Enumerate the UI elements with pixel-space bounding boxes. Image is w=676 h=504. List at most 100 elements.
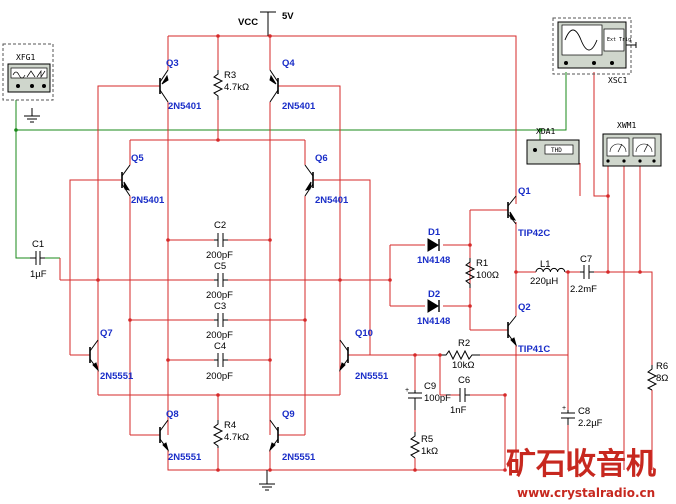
r3-value: 4.7kΩ <box>224 82 249 93</box>
c5-ref: C5 <box>214 261 226 272</box>
transistor-q8[interactable] <box>159 419 170 452</box>
capacitor-c1[interactable] <box>30 251 45 265</box>
q4-ref: Q4 <box>282 58 295 69</box>
q1-ref: Q1 <box>518 186 531 197</box>
ground-symbol-xfg1 <box>24 108 40 123</box>
r3-ref: R3 <box>224 70 236 81</box>
xsc1-ext-trig-label: Ext Trig <box>607 37 631 43</box>
diode-d2[interactable] <box>427 299 440 313</box>
r1-value: 100Ω <box>476 270 499 281</box>
q4-model: 2N5401 <box>282 101 316 112</box>
c7-ref: C7 <box>580 254 592 265</box>
c4-value: 200pF <box>206 371 233 382</box>
c9-polarity: + <box>405 387 409 394</box>
xda1-label: XDA1 <box>536 127 555 136</box>
capacitor-c7[interactable] <box>580 265 594 279</box>
capacitor-c4[interactable] <box>214 353 228 367</box>
q6-model: 2N5401 <box>315 195 349 206</box>
r4-value: 4.7kΩ <box>224 432 249 443</box>
c2-value: 200pF <box>206 250 233 261</box>
transistor-q2[interactable] <box>507 315 518 347</box>
resistor-r4[interactable] <box>212 420 224 448</box>
transistor-q3[interactable] <box>159 69 169 103</box>
transistor-q7[interactable] <box>89 339 100 372</box>
c3-ref: C3 <box>214 301 226 312</box>
capacitor-c9[interactable] <box>408 390 422 410</box>
capacitor-c3[interactable] <box>214 313 228 327</box>
r5-value: 1kΩ <box>421 446 438 457</box>
q10-ref: Q10 <box>355 328 373 339</box>
q8-ref: Q8 <box>166 409 179 420</box>
r5-ref: R5 <box>421 434 433 445</box>
capacitor-c8[interactable] <box>561 410 575 425</box>
q7-ref: Q7 <box>100 328 113 339</box>
resistor-r2[interactable] <box>440 349 480 361</box>
resistor-r3[interactable] <box>212 70 224 100</box>
diode-d1[interactable] <box>427 238 440 252</box>
d1-ref: D1 <box>428 227 441 238</box>
vcc-supply-symbol <box>260 11 276 36</box>
watermark-brand: 矿石收音机 <box>506 447 656 482</box>
c7-value: 2.2mF <box>570 284 597 295</box>
transistor-q1[interactable] <box>507 195 517 225</box>
q5-model: 2N5401 <box>131 195 165 206</box>
r2-value: 10kΩ <box>452 360 474 371</box>
c9-value: 100pF <box>424 393 451 404</box>
c6-ref: C6 <box>458 375 470 386</box>
l1-ref: L1 <box>540 259 551 270</box>
function-generator-xfg1[interactable] <box>2 43 54 101</box>
capacitor-c6[interactable] <box>459 388 470 402</box>
q8-model: 2N5551 <box>168 452 202 463</box>
junction-dots <box>96 34 642 472</box>
c5-value: 200pF <box>206 290 233 301</box>
l1-value: 220µH <box>530 276 558 287</box>
c1-value: 1µF <box>30 269 47 280</box>
resistor-r5[interactable] <box>409 432 421 459</box>
q10-model: 2N5551 <box>355 371 389 382</box>
inductor-l1[interactable] <box>535 267 566 273</box>
q9-model: 2N5551 <box>282 452 316 463</box>
oscilloscope-xsc1[interactable] <box>552 17 637 75</box>
resistor-r6[interactable] <box>646 365 658 391</box>
d2-model: 1N4148 <box>417 316 450 327</box>
q7-model: 2N5551 <box>100 371 134 382</box>
green-signal-wires <box>15 72 567 259</box>
q1-model: TIP42C <box>518 228 550 239</box>
c9-ref: C9 <box>424 381 436 392</box>
c4-ref: C4 <box>214 341 226 352</box>
c8-value: 2.2µF <box>578 418 603 429</box>
c3-value: 200pF <box>206 330 233 341</box>
r2-ref: R2 <box>458 338 470 349</box>
capacitor-c5[interactable] <box>214 273 228 287</box>
q3-ref: Q3 <box>166 58 179 69</box>
c2-ref: C2 <box>214 220 226 231</box>
r4-ref: R4 <box>224 420 236 431</box>
d1-model: 1N4148 <box>417 255 450 266</box>
transistor-q6[interactable] <box>304 164 314 197</box>
watermark-url: www.crystalradio.cn <box>517 486 655 500</box>
q6-ref: Q6 <box>315 153 328 164</box>
capacitor-c2[interactable] <box>214 233 228 247</box>
q3-model: 2N5401 <box>168 101 202 112</box>
transistor-q5[interactable] <box>121 164 131 197</box>
wattmeter-xwm1[interactable] <box>602 133 662 167</box>
r6-ref: R6 <box>656 361 668 372</box>
transistor-q9[interactable] <box>268 419 279 452</box>
resistor-r1[interactable] <box>464 258 476 288</box>
q5-ref: Q5 <box>131 153 144 164</box>
r6-value: 8Ω <box>656 373 668 384</box>
c6-value: 1nF <box>450 405 467 416</box>
ground-symbol-main <box>259 470 275 491</box>
transistor-q10[interactable] <box>338 339 349 372</box>
xda1-display: THD <box>551 147 562 154</box>
d2-ref: D2 <box>428 289 440 300</box>
q2-model: TIP41C <box>518 344 550 355</box>
xfg1-label: XFG1 <box>16 53 35 62</box>
xwm1-label: XWM1 <box>617 121 636 130</box>
distortion-analyzer-xda1[interactable] <box>526 139 580 165</box>
r1-ref: R1 <box>476 258 488 269</box>
transistor-q4[interactable] <box>269 69 279 103</box>
q2-ref: Q2 <box>518 302 531 313</box>
vcc-voltage-label: 5V <box>282 11 294 22</box>
